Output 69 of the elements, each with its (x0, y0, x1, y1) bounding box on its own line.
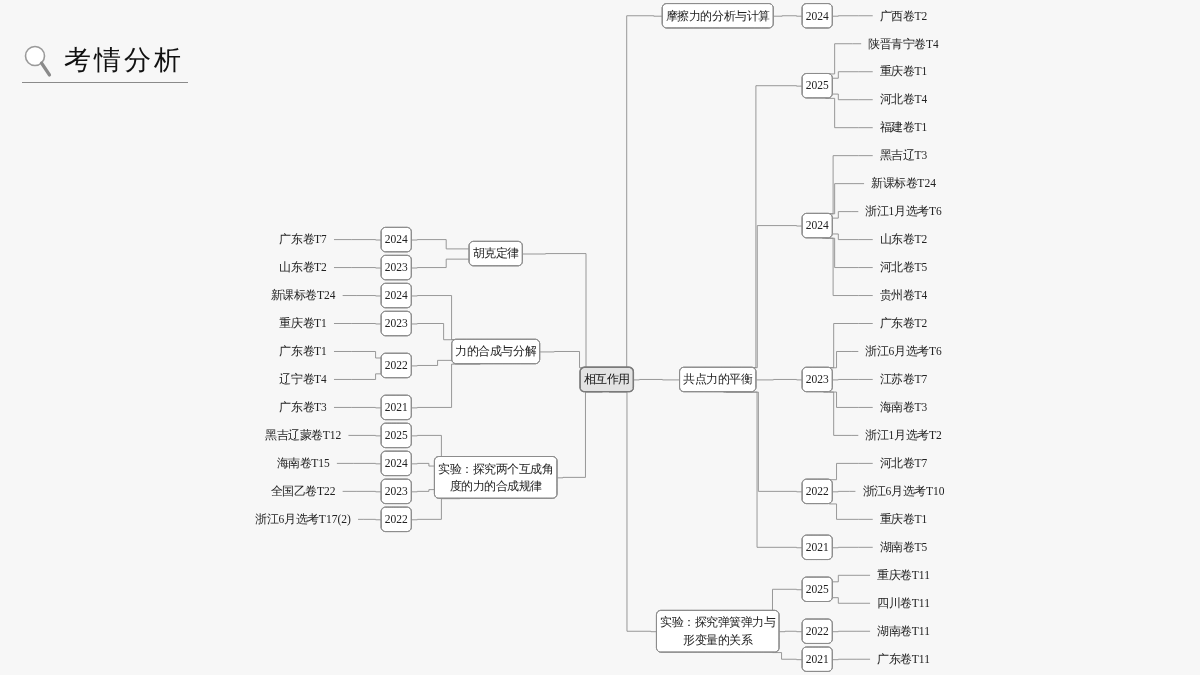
node-text: 山东卷T2 (879, 232, 928, 247)
connector (411, 359, 453, 367)
node-text: 湖南卷T5 (879, 540, 928, 554)
node-text: 广东卷T11 (877, 652, 930, 666)
connector (832, 630, 871, 633)
node-text: 黑吉辽蒙卷T12 (264, 428, 342, 442)
connector (348, 434, 383, 437)
node-text: 浙江1月选考T2 (865, 428, 942, 442)
node-text: 广东卷T3 (279, 400, 327, 414)
connector (342, 295, 383, 297)
connector (773, 15, 803, 17)
node-text: 新课标卷T24 (270, 288, 336, 302)
node-text: 贵州卷T4 (879, 288, 928, 302)
connector (832, 546, 874, 549)
connector (832, 658, 871, 661)
node-text: 辽宁卷T4 (279, 372, 327, 386)
connector (333, 239, 383, 241)
connector (828, 503, 874, 520)
connector (832, 71, 874, 79)
connector (832, 597, 871, 604)
node-text: 重庆卷T1 (279, 316, 327, 330)
node-text: 陕晋青宁卷T4 (868, 36, 939, 51)
node-text: 广东卷T1 (279, 344, 327, 358)
connector (411, 239, 470, 250)
node-text: 山东卷T2 (279, 260, 327, 274)
connector (832, 490, 856, 493)
node-text: 浙江1月选考T6 (865, 204, 942, 219)
connector (832, 93, 874, 101)
node-text: 广东卷T7 (279, 232, 327, 247)
node-text: 全国乙卷T22 (270, 484, 336, 498)
connector (832, 574, 871, 583)
connector (633, 379, 681, 381)
connector (832, 15, 874, 17)
connector (333, 373, 383, 380)
connector (357, 518, 383, 521)
connector (333, 323, 383, 325)
connector (411, 489, 436, 493)
node-text: 浙江6月选考T17(2) (255, 512, 351, 526)
title: 考情分析 (64, 44, 184, 77)
node-text: 新课标卷T24 (871, 176, 936, 191)
node-text: 重庆卷T11 (877, 568, 930, 582)
node-text: 四川卷T11 (877, 596, 930, 610)
node-text: 福建卷T1 (879, 120, 928, 135)
node-text: 重庆卷T1 (879, 64, 928, 79)
connector (411, 258, 470, 269)
connector (333, 407, 383, 409)
node-text: 广东卷T2 (879, 316, 928, 330)
node-text: 重庆卷T1 (879, 512, 928, 526)
node-text: 浙江6月选考T6 (865, 344, 942, 358)
node-text: 海南卷T3 (879, 400, 928, 414)
connector (411, 462, 436, 467)
connector (333, 351, 383, 359)
node-text: 海南卷T15 (276, 456, 330, 470)
node-text: 广西卷T2 (879, 8, 928, 23)
node-text: 河北卷T7 (879, 456, 928, 470)
node-text: 黑吉辽T3 (879, 148, 928, 163)
connector (336, 462, 383, 465)
connector (755, 379, 803, 381)
connector (832, 211, 859, 219)
connector (832, 233, 874, 241)
connector (779, 630, 803, 633)
node-text: 江苏卷T7 (879, 372, 928, 386)
node-text: 河北卷T5 (879, 260, 928, 274)
node-text: 浙江6月选考T10 (862, 484, 945, 498)
connector (333, 267, 383, 269)
connector (342, 490, 383, 493)
connector (832, 379, 874, 381)
node-text: 湖南卷T11 (877, 624, 930, 638)
node-text: 河北卷T4 (879, 92, 928, 107)
